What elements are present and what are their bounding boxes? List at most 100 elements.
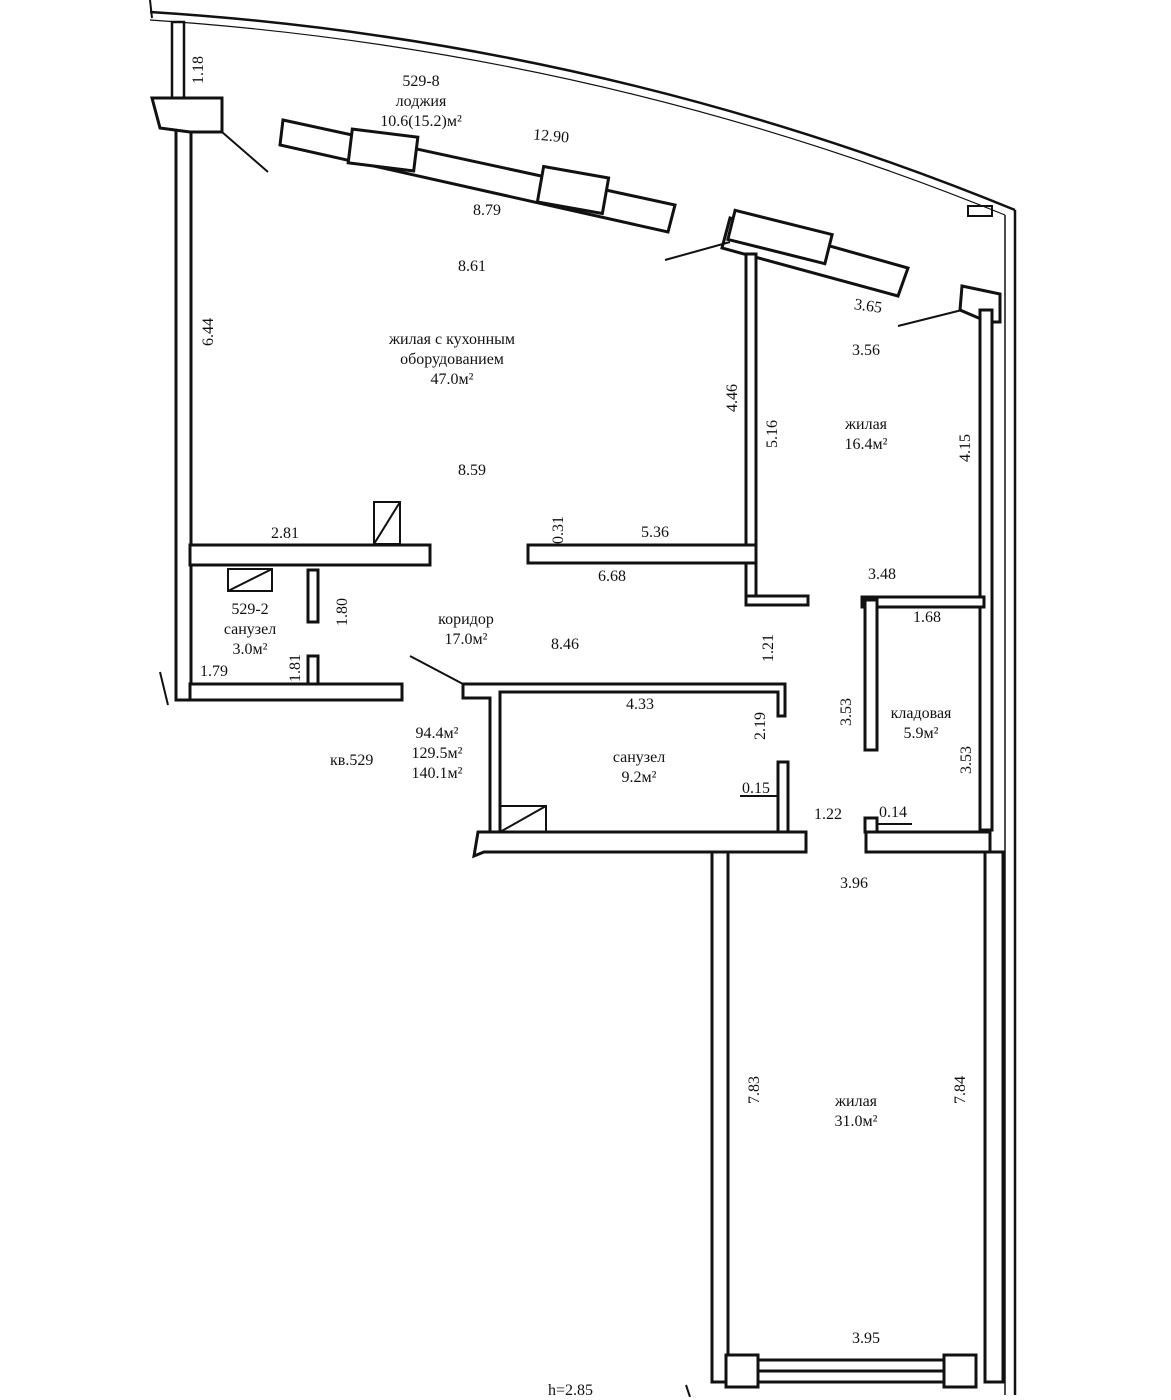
- dim-3-53a: 3.53: [838, 698, 855, 726]
- storage-top-wall: [860, 595, 986, 609]
- wall-left: [174, 126, 193, 702]
- room-number: 529-8: [402, 73, 440, 90]
- dim-1-21: 1.21: [760, 634, 777, 662]
- corner-block-left: [150, 96, 224, 134]
- bath-large-right-stub: [776, 760, 790, 834]
- storage-bottom-wall: [864, 830, 992, 854]
- window-frame-3: [726, 208, 834, 266]
- dim-7-84: 7.84: [952, 1076, 969, 1104]
- shaft-bath-large: [499, 805, 547, 833]
- apartment-areas: 94.4м² 129.5м² 140.1м²: [412, 724, 463, 784]
- room-number: 529-2: [231, 601, 269, 618]
- dim-3-96: 3.96: [840, 875, 868, 892]
- dim-3-48: 3.48: [868, 566, 896, 583]
- bedroom31-corner-left: [724, 1353, 760, 1389]
- dim-4-15: 4.15: [957, 434, 974, 462]
- dim-1-18: 1.18: [190, 56, 207, 84]
- bath-large-walls: [461, 682, 787, 834]
- dim-8-46: 8.46: [551, 636, 579, 653]
- dim-1-22: 1.22: [814, 806, 842, 823]
- room-name: санузел: [612, 749, 666, 766]
- room-loggia-label: 529-8 лоджия 10.6(15.2)м²: [380, 72, 462, 132]
- wall-kitchen-bottom-left: [188, 543, 432, 567]
- dim-8-61: 8.61: [458, 258, 486, 275]
- dim-2-19: 2.19: [752, 712, 769, 740]
- dim-12-90: 12.90: [532, 126, 570, 147]
- room-area: 31.0м²: [834, 1113, 878, 1130]
- dim-1-80: 1.80: [334, 598, 351, 626]
- room-name: кладовая: [890, 705, 952, 722]
- dim-3-95: 3.95: [852, 1330, 880, 1347]
- dim-3-53b: 3.53: [958, 746, 975, 774]
- window-frame-1: [346, 127, 420, 173]
- room-area: 5.9м²: [903, 725, 939, 742]
- dim-6-44: 6.44: [200, 318, 217, 346]
- room-area: 9.2м²: [621, 769, 657, 786]
- dim-3-65: 3.65: [853, 296, 884, 317]
- shaft-kitchen: [373, 501, 401, 545]
- room-name-line2: оборудованием: [400, 351, 504, 368]
- storage-left-wall: [863, 598, 879, 752]
- room-name: жилая: [834, 1093, 878, 1110]
- dim-8-59: 8.59: [458, 462, 486, 479]
- dim-6-68: 6.68: [598, 568, 626, 585]
- bath-small-stub-2: [306, 654, 320, 686]
- window-frame-2: [535, 164, 611, 216]
- room-area: 3.0м²: [232, 641, 268, 658]
- room-area: 16.4м²: [844, 436, 888, 453]
- facade-curve: [149, 10, 1016, 212]
- apartment-area-1: 94.4м²: [415, 725, 459, 742]
- room-area: 17.0м²: [444, 631, 488, 648]
- dim-1-79: 1.79: [200, 663, 228, 680]
- door-line-corridor: [409, 655, 464, 685]
- room-bath-small-label: 529-2 санузел 3.0м²: [224, 600, 276, 660]
- room-name-line1: жилая с кухонным: [388, 331, 516, 348]
- dim-1-68: 1.68: [913, 609, 941, 626]
- bath-small-bottom-wall: [188, 682, 404, 702]
- dim-3-56: 3.56: [852, 342, 880, 359]
- apartment-area-2: 129.5м²: [411, 745, 463, 762]
- dim-0-15: 0.15: [742, 780, 770, 797]
- room-corridor-label: коридор 17.0м²: [438, 610, 494, 650]
- facade-curve-inner: [149, 19, 1006, 216]
- bedroom31-corner-right: [942, 1353, 978, 1389]
- bedroom31-right-wall: [983, 850, 1005, 1384]
- door-line-loggia-left: [221, 131, 269, 173]
- room-name: коридор: [438, 611, 494, 628]
- ceiling-height: h=2.85: [548, 1382, 594, 1399]
- dim-0-31: 0.31: [550, 516, 567, 544]
- dim-8-79: 8.79: [473, 202, 501, 219]
- dim-5-16: 5.16: [764, 420, 781, 448]
- dim-4-33: 4.33: [626, 696, 654, 713]
- room-name: санузел: [223, 621, 277, 638]
- right-wall-segment: [978, 308, 994, 832]
- dim-2-81: 2.81: [271, 525, 299, 542]
- apartment-number: кв.529: [330, 752, 374, 769]
- apartment-area-3: 140.1м²: [411, 765, 463, 782]
- room-living-16-label: жилая 16.4м²: [845, 415, 888, 455]
- bath-small-stub-1: [306, 568, 320, 624]
- room-name: лоджия: [395, 93, 447, 110]
- bedroom31-left-wall: [710, 850, 730, 1384]
- room-bath-large-label: санузел 9.2м²: [613, 748, 665, 788]
- dim-5-36: 5.36: [641, 524, 669, 541]
- dim-1-81: 1.81: [287, 654, 304, 682]
- room-storage-label: кладовая 5.9м²: [891, 704, 952, 744]
- room-name: жилая: [844, 416, 888, 433]
- door-line-bedroom: [897, 309, 963, 327]
- storage-stub: [863, 816, 879, 834]
- dim-0-14: 0.14: [879, 804, 907, 821]
- wall-kitchen-bottom-right: [526, 543, 758, 565]
- column-1-18: [170, 20, 186, 104]
- room-living-kitchen-label: жилая с кухонным оборудованием 47.0м²: [389, 330, 515, 390]
- door-line-loggia-right: [664, 241, 731, 261]
- wall-kitchen-bedroom-foot: [744, 594, 810, 607]
- dim-4-46: 4.46: [724, 384, 741, 412]
- room-living-31-label: жилая 31.0м²: [835, 1092, 878, 1132]
- shaft-bath-small: [227, 568, 273, 592]
- room-area: 10.6(15.2)м²: [380, 113, 462, 130]
- room-area: 47.0м²: [430, 371, 474, 388]
- dim-7-83: 7.83: [746, 1076, 763, 1104]
- wall-bath-bottom: [472, 830, 808, 859]
